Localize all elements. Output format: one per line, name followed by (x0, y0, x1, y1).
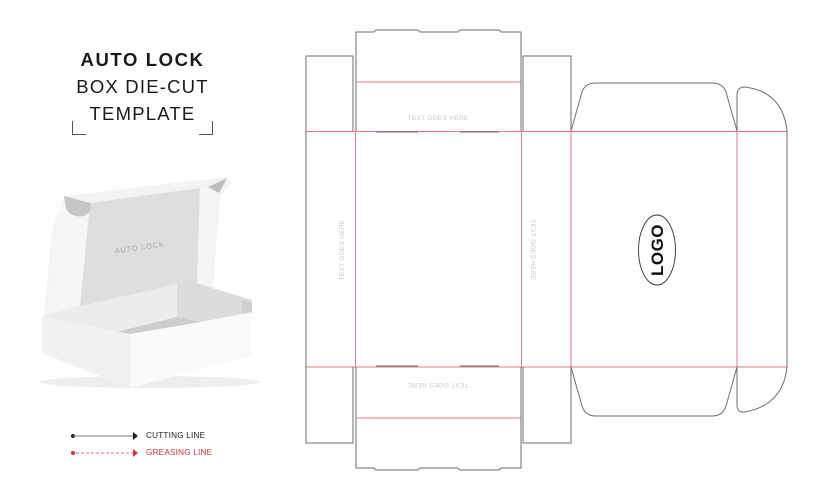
title-bracket-right (199, 121, 213, 135)
lid-left-flap (46, 196, 90, 318)
top-flap-text: TEXT GOES HERE (407, 115, 469, 122)
cut-lid-top-flap (570, 82, 738, 132)
cut-end-flap (736, 86, 788, 413)
title-box-die-cut: BOX DIE-CUT (76, 76, 209, 97)
bottom-flap-text: TEXT GOES HERE (407, 381, 469, 388)
cut-bottom-flap (355, 367, 522, 471)
box-front-left-face (42, 316, 130, 388)
title-template: TEMPLATE (89, 103, 196, 124)
cut-right-side-top (522, 55, 572, 131)
title-auto-lock: AUTO LOCK (80, 49, 205, 70)
cut-left-side-panel (305, 55, 354, 444)
cutting-line-arrow-icon (133, 432, 138, 440)
cut-right-side-bottom (522, 367, 572, 444)
title-block: AUTO LOCK BOX DIE-CUT TEMPLATE (60, 46, 225, 127)
left-side-text: TEXT GOES HERE (339, 219, 346, 281)
greasing-line-arrow-icon (133, 449, 138, 457)
box-right-wall (242, 300, 252, 316)
lid-right-corner (208, 178, 227, 193)
cut-top-flap (355, 29, 522, 131)
legend-label-cutting: CUTTING LINE (146, 431, 206, 440)
box-back-wall (177, 277, 252, 322)
right-side-text: TEXT GOES HERE (529, 219, 536, 281)
greasing-line-dot-icon (71, 451, 75, 455)
legend-item-cutting: CUTTING LINE (70, 428, 270, 445)
lid-inner-face (80, 188, 200, 306)
lid-right-flap (186, 188, 218, 296)
logo-text: LOGO (648, 224, 667, 276)
cut-lid-bottom-flap (570, 366, 738, 417)
legend-item-greasing: GREASING LINE (70, 445, 270, 462)
title-bracket-left (72, 121, 86, 135)
legend-graphics (71, 432, 138, 457)
box-front-right-face (130, 312, 252, 388)
legend: CUTTING LINE GREASING LINE (70, 428, 270, 462)
lid-left-corner (64, 196, 91, 217)
logo-ellipse (638, 214, 676, 286)
box-inner-left (42, 284, 177, 334)
cut-lines (305, 29, 788, 471)
legend-label-greasing: GREASING LINE (146, 448, 213, 457)
